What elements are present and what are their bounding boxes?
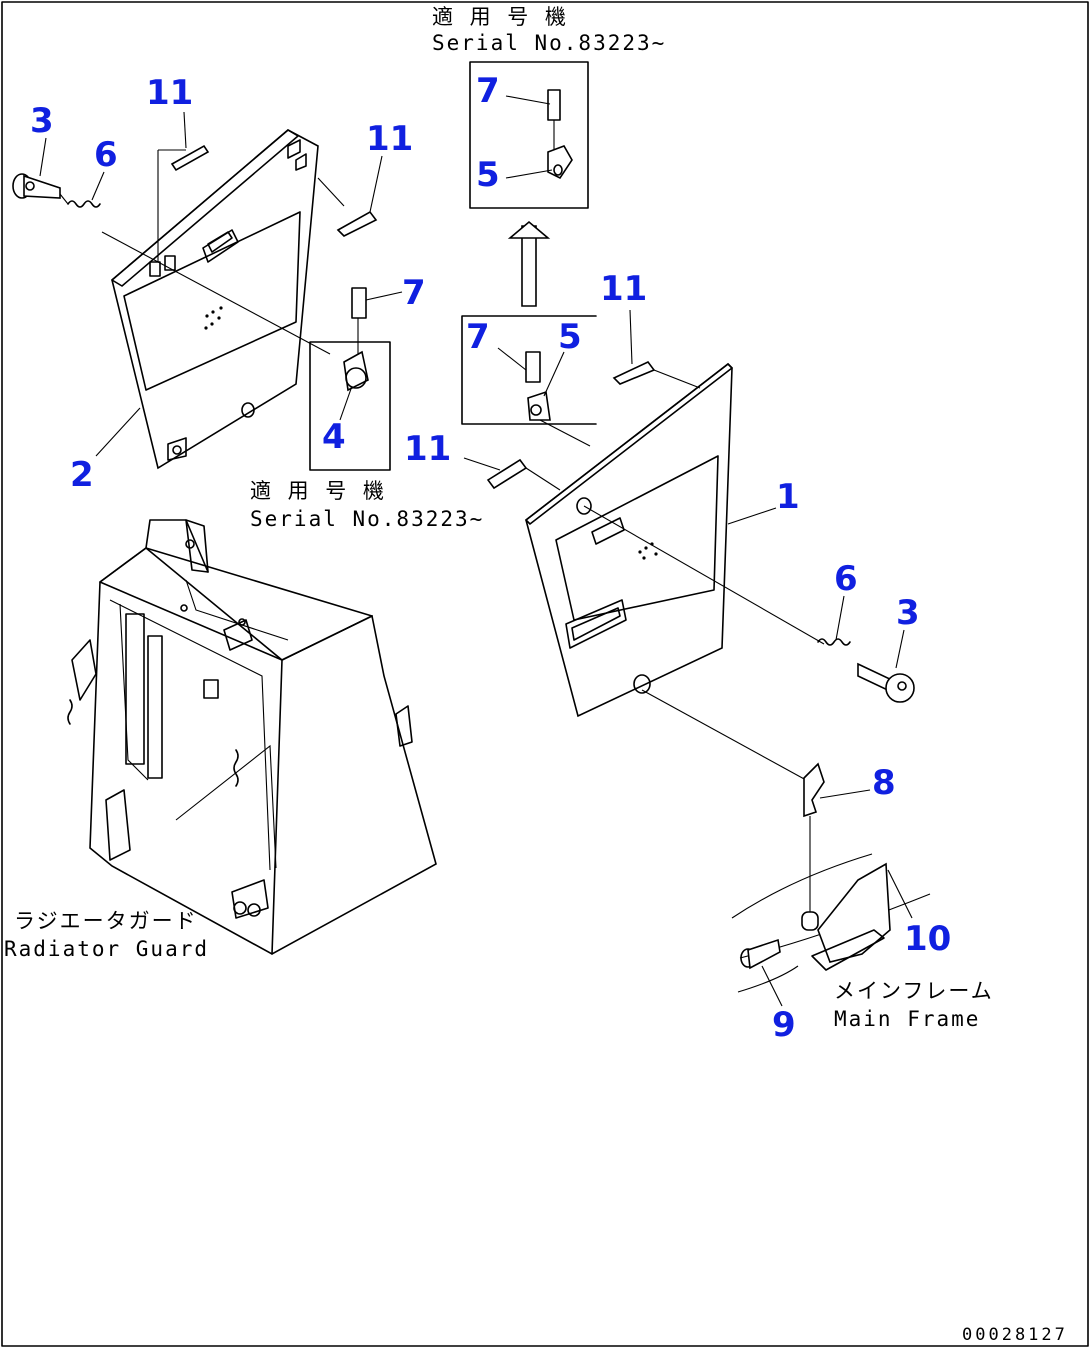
callout-2: 2 <box>70 455 94 495</box>
callout-3: 3 <box>30 101 54 141</box>
clip-11-c <box>612 309 701 389</box>
callout-9: 9 <box>772 1005 796 1045</box>
left-latch-4 <box>309 287 391 471</box>
clip-11-a <box>170 111 210 172</box>
callout-11: 11 <box>600 269 647 309</box>
drawing-code: 00028127 <box>962 1325 1068 1345</box>
callout-4: 4 <box>322 417 346 457</box>
radiator-guard-label-en: Radiator Guard <box>4 937 209 961</box>
callout-5: 5 <box>558 317 582 357</box>
right-spring-6 <box>817 638 851 646</box>
inset-top <box>469 61 589 307</box>
right-pin-3 <box>857 662 915 703</box>
callout-11: 11 <box>366 119 413 159</box>
leader-lines <box>39 95 913 1007</box>
serial-note-top-en: Serial No.83223~ <box>432 31 666 55</box>
callout-8: 8 <box>872 763 896 803</box>
clip-11-d <box>463 457 561 491</box>
callout-6: 6 <box>834 559 858 599</box>
clip-11-b <box>317 177 378 237</box>
serial-note-top-jp: 適 用 号 機 <box>432 5 568 29</box>
radiator-guard-label: ラジエータガード Radiator Guard <box>4 909 209 961</box>
callout-11: 11 <box>146 73 193 113</box>
callout-7: 7 <box>476 71 500 111</box>
radiator-guard-label-jp: ラジエータガード <box>14 909 198 933</box>
main-frame-label-en: Main Frame <box>834 1007 980 1031</box>
callout-1: 1 <box>776 477 800 517</box>
left-spring-6 <box>67 200 101 208</box>
serial-note-left-en: Serial No.83223~ <box>250 507 484 531</box>
serial-note-left-jp: 適 用 号 機 <box>250 479 386 503</box>
callout-10: 10 <box>904 919 951 959</box>
callout-3: 3 <box>896 593 920 633</box>
callout-6: 6 <box>94 135 118 175</box>
left-pin-3 <box>12 173 61 199</box>
callout-7: 7 <box>466 317 490 357</box>
callout-labels: 11 3 6 11 7 5 7 4 2 11 7 5 11 1 6 3 8 10… <box>30 71 951 1045</box>
latch-8 <box>801 762 825 931</box>
inset-middle <box>461 315 597 447</box>
main-frame-label-jp: メインフレーム <box>834 979 994 1003</box>
callout-5: 5 <box>476 155 500 195</box>
serial-note-top: 適 用 号 機 Serial No.83223~ <box>432 5 666 55</box>
left-door-panel <box>111 129 319 470</box>
callout-7: 7 <box>402 273 426 313</box>
radiator-guard <box>67 519 437 955</box>
callout-11: 11 <box>404 429 451 469</box>
right-door-panel <box>525 362 733 718</box>
pin-9 <box>740 938 781 970</box>
main-frame-label: メインフレーム Main Frame <box>834 979 994 1031</box>
serial-note-left: 適 用 号 機 Serial No.83223~ <box>250 479 484 531</box>
main-frame <box>731 853 931 993</box>
